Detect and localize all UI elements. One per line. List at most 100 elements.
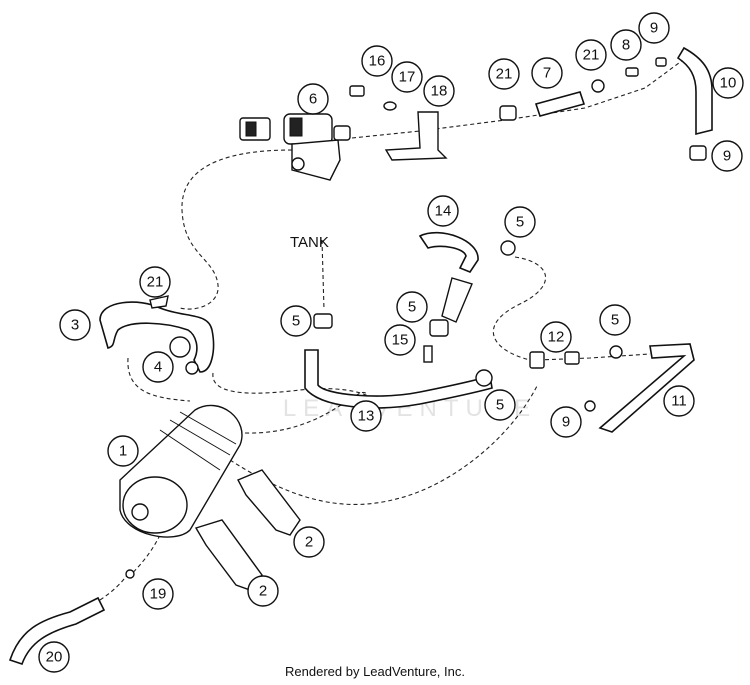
- callout-12[interactable]: 12: [540, 321, 572, 353]
- callout-number: 15: [392, 332, 409, 349]
- callout-20[interactable]: 20: [38, 641, 70, 673]
- footer-credit: Rendered by LeadVenture, Inc.: [285, 664, 465, 679]
- callout-11[interactable]: 11: [663, 385, 695, 417]
- mounting-bracket: [349, 85, 448, 161]
- connector-twelve: [529, 351, 580, 369]
- callout-circle[interactable]: [384, 324, 416, 356]
- callout-5[interactable]: 5: [484, 389, 516, 421]
- callout-circle[interactable]: [638, 12, 670, 44]
- callout-number: 5: [292, 313, 300, 330]
- callout-number: 11: [671, 393, 687, 410]
- callout-circle[interactable]: [59, 309, 91, 341]
- tank-fitting: [313, 313, 333, 329]
- callout-21[interactable]: 21: [139, 266, 171, 298]
- callout-circle[interactable]: [350, 400, 382, 432]
- callout-number: 12: [548, 329, 565, 346]
- callout-circle[interactable]: [391, 61, 423, 93]
- hose-fourteen: [418, 231, 479, 363]
- callout-5[interactable]: 5: [504, 206, 536, 238]
- callout-circle[interactable]: [504, 206, 536, 238]
- callout-circle[interactable]: [540, 321, 572, 353]
- callout-2[interactable]: 2: [247, 575, 279, 607]
- callout-7[interactable]: 7: [531, 57, 563, 89]
- callout-number: 19: [150, 586, 167, 603]
- callout-group: 1223455555678999101112131415161718192021…: [38, 12, 744, 673]
- callout-circle[interactable]: [139, 266, 171, 298]
- callout-number: 7: [543, 65, 551, 82]
- callout-number: 6: [309, 91, 317, 108]
- callout-21[interactable]: 21: [488, 58, 520, 90]
- callout-number: 14: [435, 203, 452, 220]
- hose-ten: [676, 46, 713, 136]
- hose-three: [99, 295, 215, 375]
- callout-circle[interactable]: [280, 305, 312, 337]
- callout-number: 1: [119, 443, 127, 460]
- hose-seven: [499, 57, 667, 121]
- callout-number: 3: [71, 317, 79, 334]
- callout-21[interactable]: 21: [575, 39, 607, 71]
- callout-number: 9: [650, 20, 658, 37]
- clamp-nine-top: [689, 145, 707, 161]
- callout-number: 5: [516, 214, 524, 231]
- callout-6[interactable]: 6: [297, 83, 329, 115]
- callout-circle[interactable]: [531, 57, 563, 89]
- callout-circle[interactable]: [484, 389, 516, 421]
- callout-14[interactable]: 14: [427, 195, 459, 227]
- callout-circle[interactable]: [142, 351, 174, 383]
- callout-number: 5: [408, 299, 416, 316]
- callout-circle[interactable]: [610, 29, 642, 61]
- tank-leader-line: [321, 239, 325, 311]
- callout-3[interactable]: 3: [59, 309, 91, 341]
- callout-number: 20: [46, 649, 63, 666]
- callout-9[interactable]: 9: [711, 140, 743, 172]
- callout-8[interactable]: 8: [610, 29, 642, 61]
- callout-circle[interactable]: [297, 83, 329, 115]
- hose-twenty: [8, 596, 106, 666]
- callout-number: 4: [154, 359, 162, 376]
- callout-circle[interactable]: [396, 291, 428, 323]
- callout-circle[interactable]: [142, 578, 174, 610]
- callout-18[interactable]: 18: [423, 75, 455, 107]
- callout-2[interactable]: 2: [293, 526, 325, 558]
- callout-circle[interactable]: [712, 67, 744, 99]
- callout-16[interactable]: 16: [361, 45, 393, 77]
- callout-17[interactable]: 17: [391, 61, 423, 93]
- callout-circle[interactable]: [711, 140, 743, 172]
- callout-circle[interactable]: [663, 385, 695, 417]
- callout-circle[interactable]: [488, 58, 520, 90]
- callout-circle[interactable]: [599, 304, 631, 336]
- callout-9[interactable]: 9: [550, 406, 582, 438]
- callout-5[interactable]: 5: [599, 304, 631, 336]
- callout-9[interactable]: 9: [638, 12, 670, 44]
- callout-circle[interactable]: [575, 39, 607, 71]
- callout-10[interactable]: 10: [712, 67, 744, 99]
- callout-19[interactable]: 19: [142, 578, 174, 610]
- callout-circle[interactable]: [293, 526, 325, 558]
- callout-circle[interactable]: [361, 45, 393, 77]
- hose-thirteen: [304, 349, 493, 409]
- hose-eleven: [598, 343, 695, 433]
- connection-lines: [99, 59, 684, 601]
- callout-circle[interactable]: [550, 406, 582, 438]
- callout-5[interactable]: 5: [396, 291, 428, 323]
- callout-number: 21: [583, 47, 600, 64]
- callout-4[interactable]: 4: [142, 351, 174, 383]
- callout-1[interactable]: 1: [107, 435, 139, 467]
- callout-number: 18: [431, 83, 448, 100]
- callout-number: 2: [259, 583, 267, 600]
- callout-circle[interactable]: [38, 641, 70, 673]
- callout-circle[interactable]: [247, 575, 279, 607]
- callout-number: 16: [369, 53, 386, 70]
- callout-number: 13: [358, 408, 375, 425]
- callout-number: 17: [399, 69, 416, 86]
- callout-circle[interactable]: [423, 75, 455, 107]
- callout-15[interactable]: 15: [384, 324, 416, 356]
- callout-number: 2: [305, 534, 313, 551]
- callout-13[interactable]: 13: [350, 400, 382, 432]
- callout-circle[interactable]: [427, 195, 459, 227]
- callout-number: 21: [496, 66, 513, 83]
- callout-5[interactable]: 5: [280, 305, 312, 337]
- callout-number: 10: [720, 75, 737, 92]
- callout-circle[interactable]: [107, 435, 139, 467]
- purge-valve-assembly: [239, 113, 351, 181]
